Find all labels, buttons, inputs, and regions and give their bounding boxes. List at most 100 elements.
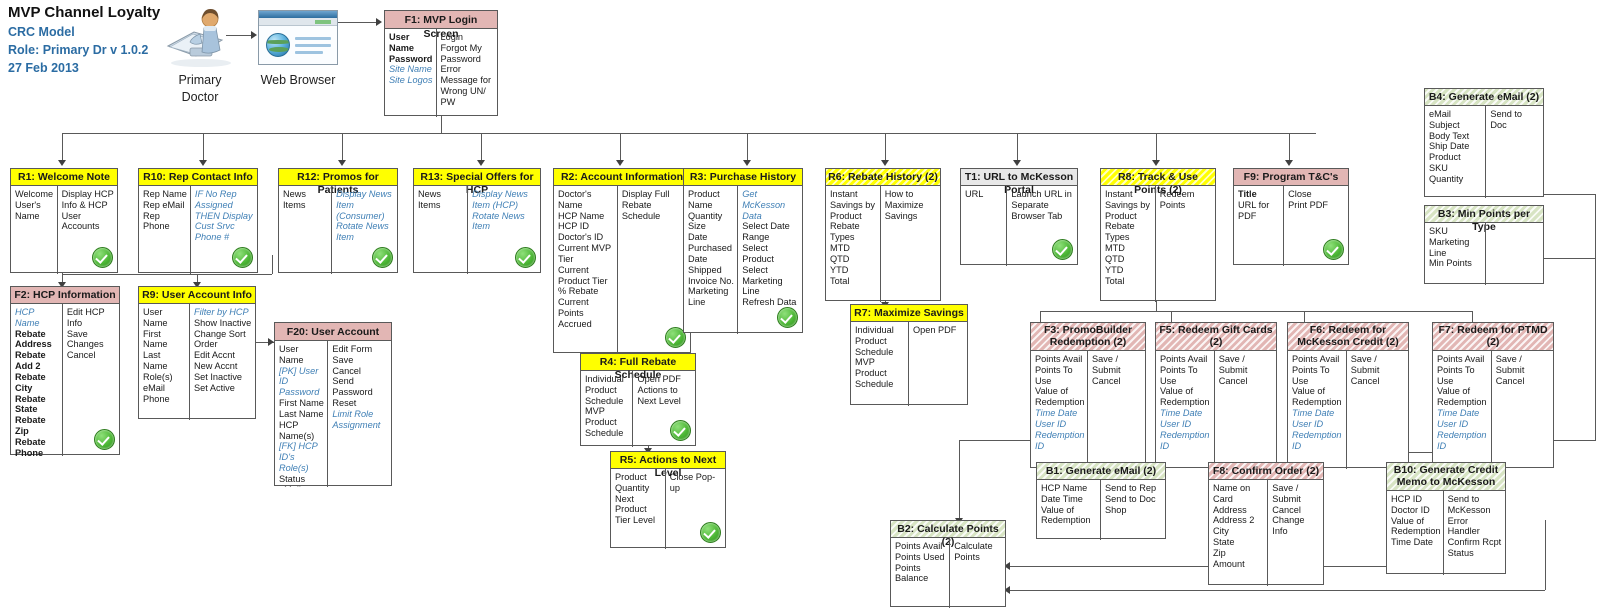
node-title-b2-calculate-points: B2: Calculate Points (2) [891, 521, 1005, 548]
node-title-r3-purchase-history: R3: Purchase History [684, 169, 802, 186]
green-check-icon [92, 247, 113, 268]
connector-drop-t1 [1017, 133, 1018, 160]
page-title: MVP Channel Loyalty CRC Model Role: Prim… [8, 4, 308, 77]
field-item: SKU [1429, 226, 1448, 236]
field-item: Rep Phone [143, 210, 170, 232]
title-line-2: CRC Model [8, 24, 75, 39]
field-item: Name [688, 199, 713, 210]
connector-r9-to-f20 [256, 342, 274, 343]
node-left-column-r12-promos-for-patients: News Items [279, 186, 333, 274]
field-item: Send [332, 376, 354, 387]
field-item: Points Avail [1160, 354, 1208, 364]
field-item: Redemption [1391, 526, 1441, 537]
connector-to-b3 [1540, 258, 1595, 259]
field-item: Forgot My [440, 42, 482, 53]
arrow-icon [881, 160, 889, 166]
connector-drop-r13 [481, 133, 482, 160]
connector-b4-feed [1525, 194, 1595, 195]
node-right-column-b3-min-points-per-type [1486, 223, 1543, 285]
field-item: Current [558, 264, 589, 275]
node-f3-promobuilder-redemption[interactable]: F3: PromoBuilder Redemption (2)Points Av… [1030, 322, 1146, 469]
field-item: Schedule [855, 379, 894, 390]
field-item: Assignment [332, 419, 381, 430]
field-item: Value of [1437, 386, 1471, 397]
field-item: Save [332, 354, 354, 365]
node-f6-redeem-for-mckesson-credit[interactable]: F6: Redeem for McKesson Credit (2)Points… [1287, 322, 1409, 469]
field-item: Name on [1213, 483, 1251, 493]
node-title-f9-program-tcs: F9: Program T&C's [1234, 169, 1348, 186]
arrow-icon [193, 282, 201, 288]
field-item: Display HCP [61, 189, 114, 199]
node-title-r13-special-offers-for-hcp: R13: Special Offers for HCP [414, 169, 540, 196]
field-item: Edit Accnt [194, 350, 235, 361]
field-item: Rebate Types [830, 221, 860, 243]
node-title-f20-user-account: F20: User Account [275, 323, 391, 341]
connector-drop-r1 [62, 133, 63, 160]
field-item: Body Text [1429, 130, 1470, 141]
field-item: YTD [1105, 264, 1124, 275]
field-item: Size [688, 221, 706, 232]
field-item: Schedule [855, 346, 894, 357]
node-title-b1-generate-email: B1: Generate eMail (2) [1037, 463, 1165, 480]
field-item: Time Date [1035, 408, 1078, 419]
field-item: Address [1213, 504, 1247, 515]
field-item: Actions to [637, 384, 678, 395]
field-item: QTD [830, 253, 850, 264]
arrow-icon [268, 338, 274, 346]
connector-b4-riser [1595, 194, 1596, 258]
field-item: Name [558, 199, 583, 210]
field-item: Save / Submit [1092, 354, 1121, 375]
field-item: Next Level [637, 395, 681, 406]
field-item: Points To Use [1292, 364, 1330, 386]
field-item: Redemption [1292, 429, 1342, 440]
field-item: Send to Rep [1105, 483, 1157, 493]
field-item: Open PDF [637, 374, 681, 384]
field-item: Amount [1213, 558, 1245, 569]
field-item: Select Date [742, 221, 790, 232]
field-item: Rebate Zip [15, 415, 46, 436]
field-item: Redemption [1035, 429, 1085, 440]
connector-redeem-bus [1040, 311, 1472, 312]
arrow-icon [376, 18, 382, 26]
